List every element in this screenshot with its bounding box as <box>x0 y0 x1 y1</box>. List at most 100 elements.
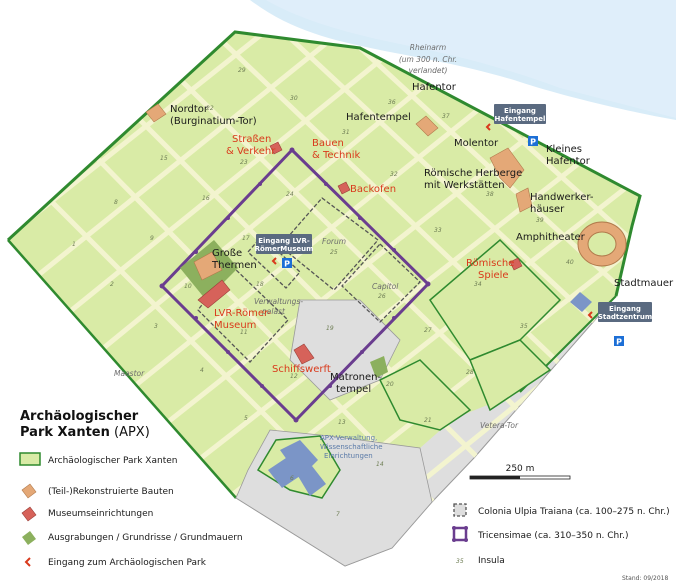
insula-number: 39 <box>536 217 544 224</box>
insula-number: 31 <box>342 129 350 136</box>
label-molentor: Molentor <box>454 138 499 149</box>
svg-text:P: P <box>530 138 536 147</box>
scale-label: 250 m <box>506 464 535 474</box>
label-nordtor2: (Burginatium-Tor) <box>170 116 257 127</box>
label-thermen2: Thermen <box>211 260 257 271</box>
label-bauen2: & Technik <box>312 150 360 161</box>
label-verwaltung1: Verwaltungs- <box>254 297 303 306</box>
entrance-marker-icon <box>587 311 593 319</box>
insula-number: 1 <box>72 241 76 248</box>
insula-number: 3 <box>154 323 158 330</box>
label-verwaltung2: palast <box>261 307 286 316</box>
label-strassen: Straßen <box>232 134 271 145</box>
insula-number: 2 <box>110 281 114 288</box>
insula-number: 9 <box>150 235 154 242</box>
legend-colonia: Colonia Ulpia Traiana (ca. 100–275 n. Ch… <box>478 507 670 517</box>
insula-number: 35 <box>520 323 528 330</box>
insula-number: 25 <box>330 249 338 256</box>
label-hafentor: Hafentor <box>412 82 457 93</box>
label-apx1: APX-Verwaltung, <box>320 434 377 442</box>
insula-number: 16 <box>202 195 210 202</box>
label-apx3: Einrichtungen <box>324 452 373 460</box>
insula-number: 15 <box>160 155 168 162</box>
insula-number: 4 <box>200 367 204 374</box>
label-capitol: Capitol <box>372 282 399 291</box>
label-bauen: Bauen <box>312 138 344 149</box>
legend-rekonstruiert: (Teil-)Rekonstruierte Bauten <box>48 487 174 497</box>
insula-number: 28 <box>466 369 474 376</box>
svg-text:RömerMuseum: RömerMuseum <box>255 245 314 253</box>
legend-insula-example: 35 <box>456 558 464 565</box>
legend-museum: Museumseinrichtungen <box>48 509 153 519</box>
reconstructed-buildings <box>145 103 533 281</box>
insula-number: 11 <box>240 329 248 336</box>
insula-number: 21 <box>424 417 432 424</box>
insula-number: 29 <box>238 67 246 74</box>
map-title-line2: Park Xanten (APX) <box>20 425 150 440</box>
insula-number: 27 <box>424 327 432 334</box>
entrance-marker-icon <box>271 257 277 265</box>
legend-entrance-icon <box>24 557 31 567</box>
legend-park: Archäologischer Park Xanten <box>48 456 177 466</box>
legend-swatch-tricensimae <box>452 526 468 542</box>
label-matronen2: tempel <box>336 384 371 395</box>
tricensimae-towers <box>159 147 431 423</box>
label-strassen2: & Verkehr <box>226 146 276 157</box>
apx-building <box>268 440 326 496</box>
insula-number: 40 <box>566 259 574 266</box>
svg-text:Stadtzentrum: Stadtzentrum <box>598 313 652 321</box>
insula-number: 8 <box>114 199 118 206</box>
label-matronen1: Matronen- <box>330 372 382 383</box>
label-handwerker2: häuser <box>530 204 565 215</box>
parking-icon[interactable]: P <box>528 136 538 147</box>
svg-text:P: P <box>284 260 290 269</box>
label-backofen: Backofen <box>350 184 396 195</box>
insula-number: 20 <box>386 381 394 388</box>
insula-number: 6 <box>290 475 294 482</box>
parking-icon[interactable]: P <box>614 336 624 347</box>
colonia-outlines <box>197 197 421 363</box>
label-vetera: Vetera-Tor <box>480 421 519 430</box>
insula-number: 30 <box>290 95 298 102</box>
legend-swatch-ausgrabung <box>22 531 36 545</box>
svg-text:Hafentempel: Hafentempel <box>495 115 546 123</box>
label-museum2: Museum <box>214 320 256 331</box>
svg-text:Eingang: Eingang <box>504 107 536 115</box>
insula-number: 14 <box>376 461 384 468</box>
legend-swatch-park <box>19 452 41 466</box>
insula-number: 18 <box>256 281 264 288</box>
parking-icon[interactable]: P <box>282 258 292 269</box>
map-title-line1: Archäologischer <box>20 409 139 424</box>
entrance-stadtzentrum[interactable]: Eingang Stadtzentrum <box>598 302 652 322</box>
label-hafentempel: Hafentempel <box>346 112 411 123</box>
label-forum: Forum <box>322 237 346 246</box>
label-kleines: Kleines <box>546 144 582 155</box>
insula-number: 23 <box>240 159 248 166</box>
entrance-museum[interactable]: Eingang LVR- RömerMuseum <box>255 234 314 254</box>
legend-insula: Insula <box>478 556 505 566</box>
label-schiffswerft: Schiffswerft <box>272 364 331 375</box>
label-herberge: Römische Herberge <box>424 168 522 179</box>
label-apx2: Wissenschaftliche <box>320 443 383 451</box>
label-rheinarm: Rheinarm <box>410 43 446 52</box>
label-stadtmauer: Stadtmauer <box>614 278 674 289</box>
svg-text:Eingang LVR-: Eingang LVR- <box>258 237 310 245</box>
insula-number: 5 <box>244 415 248 422</box>
insula-number: 37 <box>442 113 450 120</box>
stand-date: Stand: 09/2018 <box>622 575 668 582</box>
label-herberge2: mit Werkstätten <box>424 180 505 191</box>
label-nordtor: Nordtor <box>170 104 209 115</box>
label-spiele2: Spiele <box>478 270 509 281</box>
insula-number: 24 <box>286 191 294 198</box>
legend-swatch-colonia <box>453 503 467 517</box>
insula-number: 36 <box>388 99 396 106</box>
museum-buildings <box>197 141 523 365</box>
label-spiele: Römische <box>466 258 514 269</box>
label-museum: LVR-Römer- <box>214 308 271 319</box>
insula-number: 22 <box>206 105 214 112</box>
label-maastor: Maastor <box>114 369 145 378</box>
insula-number: 38 <box>486 191 494 198</box>
entrance-hafentempel[interactable]: Eingang Hafentempel <box>494 104 546 124</box>
label-thermen1: Große <box>212 248 242 259</box>
